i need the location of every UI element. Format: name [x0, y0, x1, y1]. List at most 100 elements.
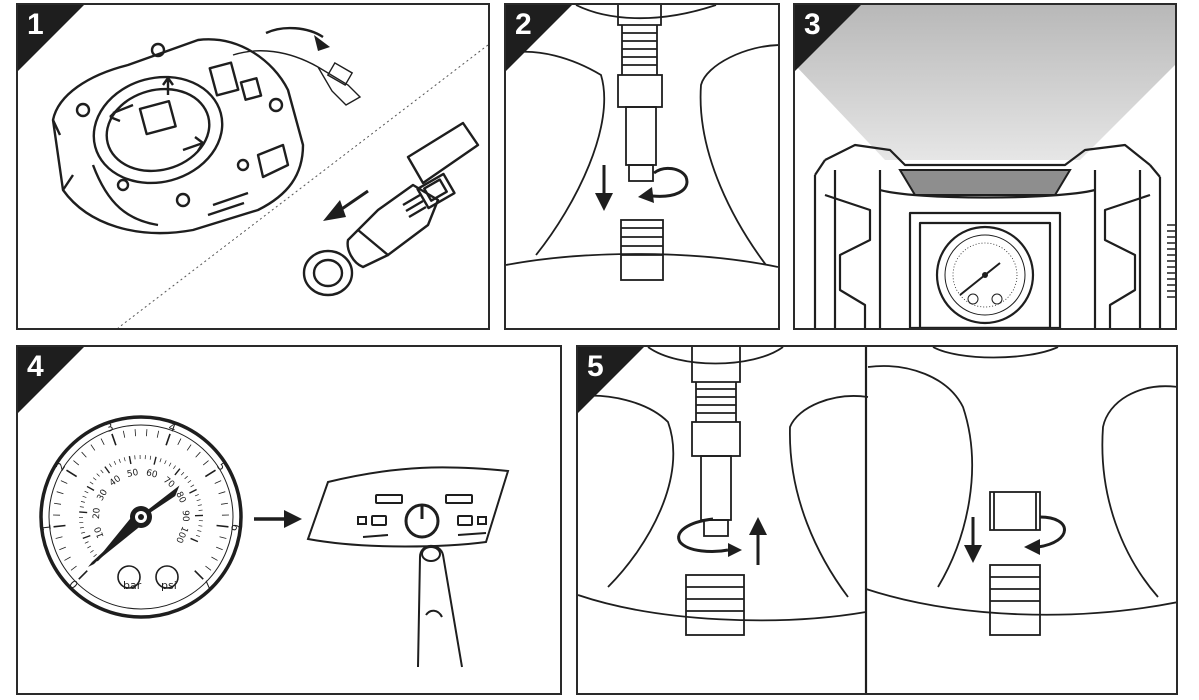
gauge-tick — [194, 570, 204, 580]
pressing-finger — [417, 544, 463, 668]
gauge-tick — [180, 472, 185, 476]
gauge-unit-psi: psi — [161, 579, 177, 592]
gauge-tick — [55, 536, 63, 539]
step-1-panel: 1 — [16, 3, 490, 330]
gauge-tick — [92, 477, 97, 481]
gauge-tick — [90, 444, 96, 451]
gauge-tick — [66, 469, 78, 478]
gauge-tick — [60, 480, 68, 484]
gauge-tick — [195, 451, 201, 458]
gauge-tick — [82, 534, 91, 540]
gauge-tick — [214, 480, 222, 484]
gauge-bar-label: 1 — [40, 523, 54, 531]
gauge-tick — [205, 565, 212, 571]
compressor-plug-illustration — [51, 26, 488, 328]
step-number: 2 — [515, 8, 532, 41]
gauge-tick — [204, 469, 216, 478]
step-3-panel: 3 — [793, 3, 1177, 330]
gauge-tick — [198, 525, 203, 527]
gauge-tick — [197, 530, 202, 532]
gauge-tick — [53, 524, 66, 528]
gauge-tick — [159, 458, 162, 463]
gauge-tick — [196, 499, 201, 502]
gauge-tick — [64, 556, 71, 561]
gauge-tick — [168, 462, 172, 467]
gauge-tick — [100, 469, 104, 474]
gauge-tick — [104, 466, 111, 474]
gauge-tick — [128, 455, 132, 465]
gauge-tick — [186, 444, 192, 451]
work-light-illustration — [795, 5, 1175, 328]
gauge-tick — [216, 524, 229, 528]
gauge-tick — [219, 536, 227, 539]
gauge-tick — [184, 475, 188, 480]
step-number-badge — [506, 5, 572, 71]
gauge-tick — [218, 491, 226, 495]
hose-connect-illustration — [506, 5, 778, 281]
gauge-tick — [54, 502, 62, 505]
gauge-tick — [156, 430, 160, 438]
gauge-tick — [56, 491, 64, 495]
gauge-tick — [190, 484, 195, 488]
gauge-psi-label: 60 — [145, 468, 159, 481]
gauge-tick — [84, 541, 89, 544]
step-number: 4 — [27, 350, 44, 383]
gauge-tick — [100, 438, 105, 446]
gauge-tick — [59, 546, 66, 551]
gauge-tick — [164, 460, 167, 465]
step-number-badge — [18, 347, 84, 413]
gauge-tick — [202, 460, 209, 466]
gauge-tick — [79, 511, 88, 514]
gauge-tick — [79, 506, 84, 508]
gauge-unit-bar: bar — [123, 579, 142, 592]
step-number: 1 — [27, 8, 44, 41]
gauge-tick — [173, 465, 176, 470]
gauge-tick — [96, 473, 100, 477]
gauge-tick — [195, 535, 200, 537]
gauge-tick — [216, 546, 223, 551]
gauge-tick — [93, 554, 97, 558]
step-5-panel: 5 — [576, 345, 1178, 695]
gauge-tick — [87, 545, 91, 549]
gauge-psi-label: 10 — [93, 525, 106, 539]
gauge-bar-label: 4 — [167, 420, 178, 435]
gauge-tick — [190, 537, 199, 543]
gauge-tick — [177, 438, 182, 446]
gauge-tick — [90, 550, 94, 553]
gauge-psi-label: 20 — [92, 507, 103, 520]
gauge-tick — [70, 565, 77, 571]
step-number: 3 — [804, 8, 821, 41]
gauge-tick — [118, 458, 121, 463]
step-number-badge — [18, 5, 84, 71]
step-2-panel: 2 — [504, 3, 780, 330]
gauge-tick — [194, 494, 199, 497]
step-number: 5 — [587, 350, 604, 383]
step-number-badge — [795, 5, 861, 71]
gauge-tick — [81, 451, 87, 458]
gauge-tick — [80, 501, 85, 503]
gauge-tick — [197, 504, 202, 506]
control-panel — [306, 466, 510, 548]
gauge-tick — [73, 460, 80, 466]
gauge-tick — [123, 457, 126, 462]
gauge-tick — [89, 481, 94, 485]
gauge-tick — [153, 456, 157, 465]
step-number-badge — [578, 347, 644, 413]
gauge-bar-label: 6 — [228, 523, 242, 531]
gauge-tick — [189, 488, 197, 494]
gauge-tick — [86, 485, 95, 492]
gauge-tick — [174, 468, 181, 476]
gauge-psi-label: 50 — [126, 468, 139, 480]
gauge-tick — [78, 570, 88, 580]
gauge-tick — [82, 495, 87, 498]
gauge-tick — [109, 463, 112, 468]
gauge-tick — [113, 460, 117, 465]
gauge-bar-label: 3 — [104, 420, 115, 435]
gauge-tick — [149, 455, 152, 460]
disconnect-hose-illustration — [578, 347, 1176, 693]
gauge-tick — [122, 430, 126, 438]
gauge-tick — [220, 502, 228, 505]
gauge-tick — [165, 433, 171, 446]
